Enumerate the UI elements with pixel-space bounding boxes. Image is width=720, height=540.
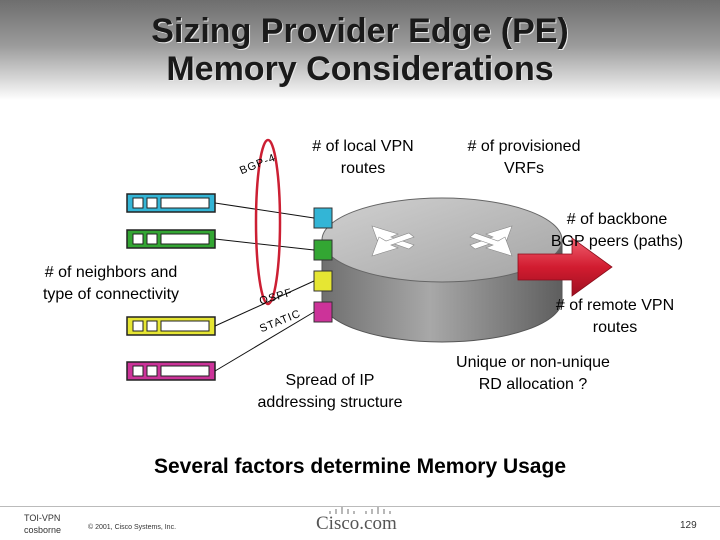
backbone-arrow — [517, 237, 613, 297]
label-backbone-bgp-peers-line2: BGP peers (paths) — [550, 233, 684, 250]
link-yellow — [214, 280, 315, 327]
label-provisioned-vrfs-line1: # of provisioned — [467, 138, 581, 155]
label-neighbors-connectivity-line1: # of neighbors and — [44, 264, 178, 281]
router-arrows-icon — [371, 225, 513, 257]
page-number: 129 — [680, 520, 697, 531]
label-rd-allocation-line2: RD allocation ? — [478, 376, 588, 393]
label-provisioned-vrfs: # of provisioned VRFs — [452, 136, 596, 180]
label-backbone-bgp-peers-line1: # of backbone — [566, 211, 668, 228]
footer-author: cosborne — [24, 525, 62, 535]
label-provisioned-vrfs-line2: VRFs — [504, 160, 544, 177]
label-remote-vpn-routes-line2: routes — [592, 319, 638, 336]
slide-title: Sizing Provider Edge (PE) Memory Conside… — [0, 12, 720, 88]
link-magenta — [214, 311, 315, 372]
vrf-square-green — [313, 239, 333, 261]
footer-copyright: © 2001, Cisco Systems, Inc. — [88, 524, 177, 531]
label-neighbors-connectivity: # of neighbors and type of connectivity — [28, 262, 194, 306]
pe-router — [321, 197, 563, 343]
label-ip-addressing-line2: addressing structure — [257, 394, 403, 411]
label-local-vpn-routes-line1: # of local VPN — [312, 138, 414, 155]
cisco-logo-icon — [329, 507, 391, 514]
title-band — [0, 0, 720, 100]
footer-brand: Cisco.com — [316, 513, 397, 534]
label-remote-vpn-routes: # of remote VPN routes — [540, 295, 690, 339]
bgp-loop-indicator — [254, 138, 282, 306]
footer-divider — [0, 506, 720, 507]
link-cyan — [214, 202, 315, 219]
label-local-vpn-routes-line2: routes — [340, 160, 386, 177]
footer-course: TOI-VPN — [24, 513, 61, 523]
ce-block-yellow — [126, 316, 216, 336]
label-neighbors-connectivity-line2: type of connectivity — [42, 286, 180, 303]
label-rd-allocation-line1: Unique or non-unique — [456, 354, 610, 371]
ce-block-green — [126, 229, 216, 249]
link-green — [214, 238, 315, 251]
slide-title-line-2: Memory Considerations — [166, 50, 554, 88]
label-backbone-bgp-peers: # of backbone BGP peers (paths) — [532, 209, 702, 253]
label-local-vpn-routes: # of local VPN routes — [300, 136, 426, 180]
headline: Several factors determine Memory Usage — [153, 455, 566, 478]
vrf-square-magenta — [313, 301, 333, 323]
ce-block-magenta — [126, 361, 216, 381]
label-ip-addressing-line1: Spread of IP — [285, 372, 375, 389]
ce-block-cyan — [126, 193, 216, 213]
label-ip-addressing: Spread of IP addressing structure — [244, 370, 416, 414]
ce-pe-links — [214, 202, 315, 372]
vrf-square-yellow — [313, 270, 333, 292]
slide-title-line-1: Sizing Provider Edge (PE) — [151, 12, 569, 50]
vrf-square-cyan — [313, 207, 333, 229]
label-remote-vpn-routes-line1: # of remote VPN — [555, 297, 675, 314]
label-rd-allocation: Unique or non-unique RD allocation ? — [440, 352, 626, 396]
